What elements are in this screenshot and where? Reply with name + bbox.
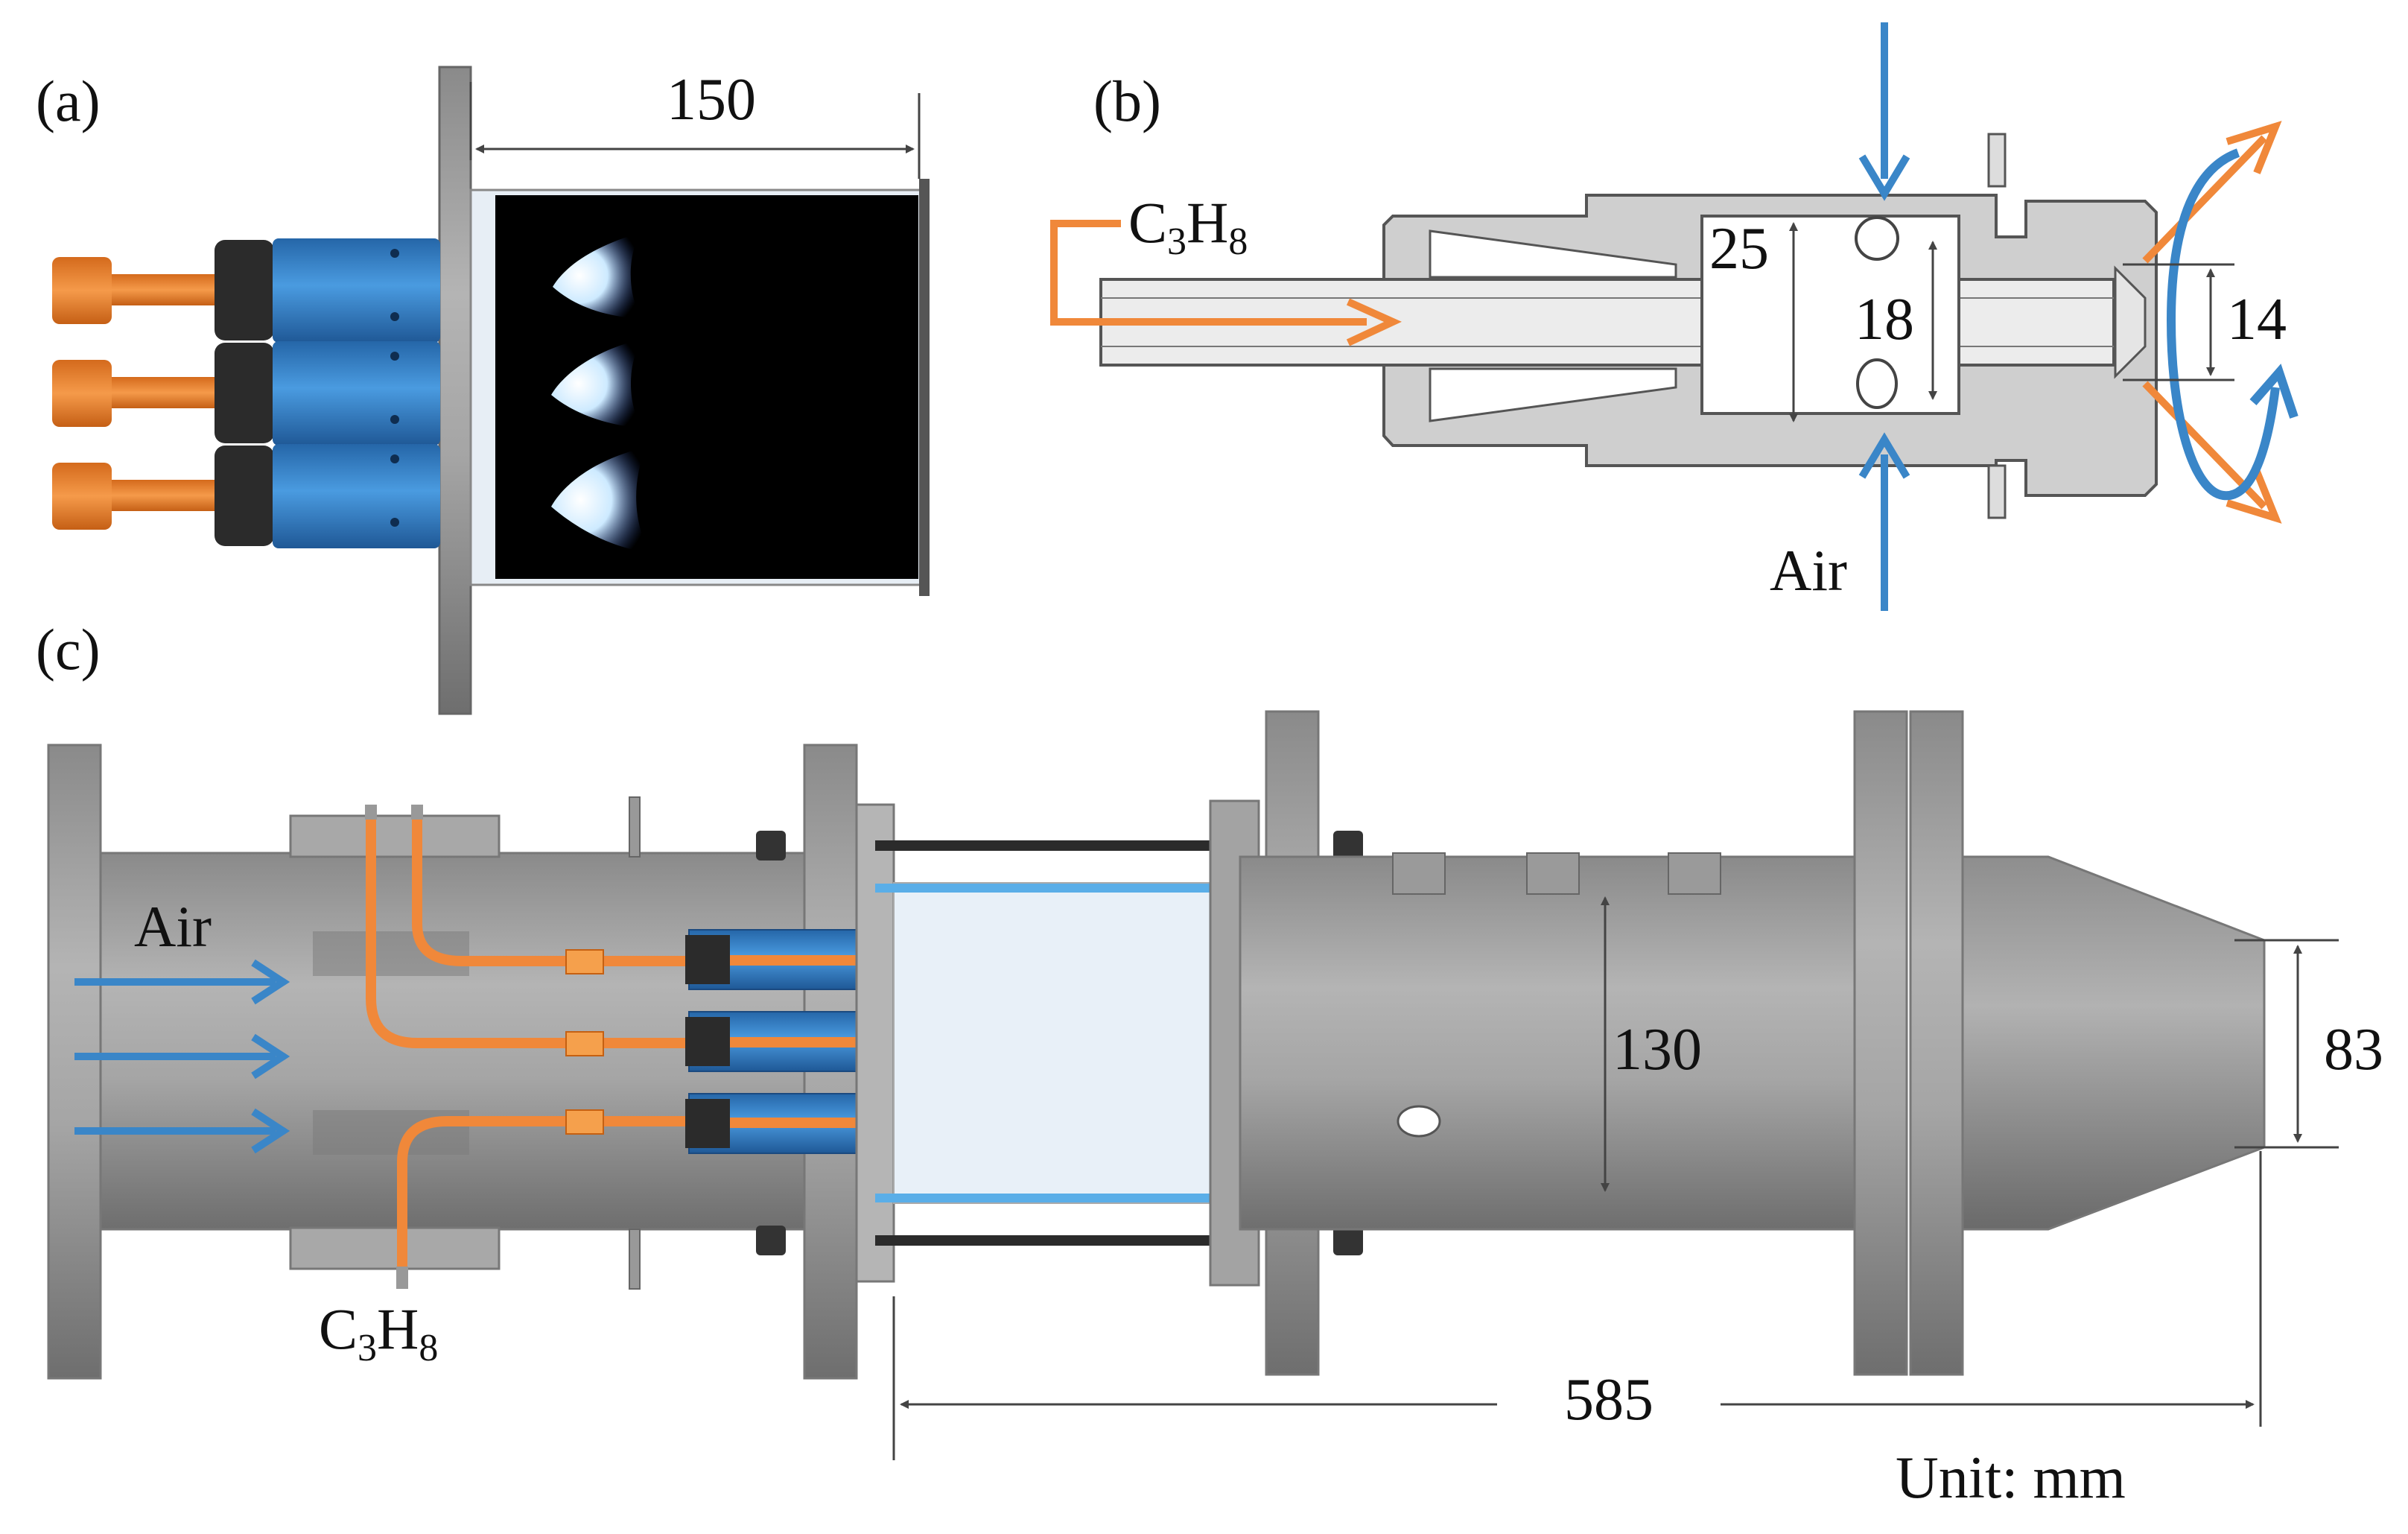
air-inlet-hole-top xyxy=(1855,216,1899,261)
chamber-flange-right-a xyxy=(1853,710,1908,1376)
swirl-arrow xyxy=(2166,148,2280,501)
flange-tab-bottom xyxy=(1987,464,2007,519)
air-arrowhead-bottom xyxy=(1858,432,1910,479)
fuel-tube xyxy=(112,480,216,511)
dim-label-25: 25 xyxy=(1709,216,1769,282)
panel-a-label: (a) xyxy=(36,69,101,133)
chamber-flange-right-b xyxy=(1909,710,1964,1376)
inner-cone-bottom xyxy=(1429,367,1677,422)
panel-b: (b) C3H8 Air xyxy=(1050,22,2299,611)
injector-bottom xyxy=(52,444,440,548)
nozzle-body xyxy=(273,341,440,446)
plenum-flange-left xyxy=(47,744,102,1380)
panel-b-label: (b) xyxy=(1093,69,1161,133)
air-arrowhead-top xyxy=(1858,154,1910,201)
port-1 xyxy=(1392,852,1446,895)
nut xyxy=(215,446,274,546)
fuel-label-c: C3H8 xyxy=(319,1296,438,1369)
unit-label: Unit: mm xyxy=(1896,1445,2126,1511)
nozzle-exit-tip xyxy=(2114,265,2147,379)
fuel-manifold-top xyxy=(289,814,501,858)
mounting-plate xyxy=(438,66,472,715)
combustion-chamber xyxy=(1239,855,1890,1231)
outflow-arrow-up xyxy=(2142,135,2267,264)
fuel-fitting xyxy=(52,360,112,427)
injector-middle xyxy=(52,341,440,446)
air-inlet-hole-bottom xyxy=(1856,358,1898,409)
nozzle-body xyxy=(273,444,440,548)
panel-c-label: (c) xyxy=(36,617,101,682)
air-arrows-c xyxy=(74,959,290,1154)
dim-label-83: 83 xyxy=(2324,1017,2383,1083)
fuel-manifold-bottom xyxy=(289,1226,501,1270)
nut xyxy=(215,343,274,443)
dim-label-18: 18 xyxy=(1855,287,1914,352)
fuel-flow-arrow-b xyxy=(1050,220,1367,326)
flame-bottom xyxy=(551,447,649,553)
nozzle-body xyxy=(273,238,440,343)
dim-label-585: 585 xyxy=(1564,1367,1653,1433)
flange-tab-top xyxy=(1987,133,2007,188)
fuel-arrowhead-b xyxy=(1346,298,1402,346)
panel-a: (a) xyxy=(36,66,930,715)
port-2 xyxy=(1526,852,1580,895)
injector-top xyxy=(52,238,440,343)
dim-label-130: 130 xyxy=(1613,1017,1702,1083)
quartz-window xyxy=(893,882,1237,1204)
panel-c: (c) Air xyxy=(36,617,2383,1511)
inner-cone-top xyxy=(1429,229,1677,279)
exit-nozzle-cone xyxy=(1961,855,2266,1231)
air-label-c: Air xyxy=(134,894,212,959)
flame-top xyxy=(553,232,642,319)
dim-label-150: 150 xyxy=(667,67,756,133)
chamber-port-hole xyxy=(1397,1105,1441,1138)
fuel-tube xyxy=(112,274,216,305)
air-cavity xyxy=(1700,215,1960,415)
window-right-rim xyxy=(919,179,930,596)
flame-middle xyxy=(551,339,642,428)
fuel-fitting xyxy=(52,257,112,324)
nut xyxy=(215,240,274,340)
port-3 xyxy=(1668,852,1721,895)
fuel-lines-c xyxy=(366,807,899,1272)
air-label-b: Air xyxy=(1770,538,1847,603)
dim-label-14: 14 xyxy=(2227,287,2287,352)
window-flange-left xyxy=(855,803,895,1283)
fuel-fitting xyxy=(52,463,112,530)
fuel-tube xyxy=(112,377,216,408)
fuel-label-b: C3H8 xyxy=(1128,190,1248,263)
